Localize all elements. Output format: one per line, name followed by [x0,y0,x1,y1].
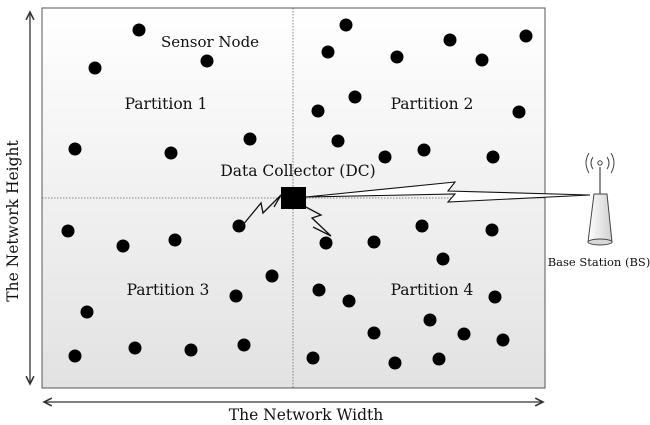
sensor-node [486,150,500,164]
sensor-node [237,338,251,352]
sensor-node [457,327,471,341]
sensor-node [415,219,429,233]
base-station-label: Base Station (BS) [548,255,650,269]
sensor-node [496,333,510,347]
sensor-node-label: Sensor Node [161,33,259,51]
sensor-node [367,326,381,340]
antenna-tower-icon [585,152,615,246]
sensor-node [132,23,146,37]
lightning-link-partition-3 [241,194,282,227]
sensor-node [512,105,526,119]
sensor-node [200,54,214,68]
sensor-node [168,233,182,247]
sensor-node [432,352,446,366]
sensor-node [61,224,75,238]
sensor-node [488,290,502,304]
sensor-node [388,356,402,370]
network-width-label: The Network Width [229,406,383,424]
sensor-node [88,61,102,75]
sensor-node [436,252,450,266]
partition-2-label: Partition 2 [391,95,474,113]
partition-3-label: Partition 3 [127,281,210,299]
sensor-node [321,45,335,59]
sensor-node [519,29,533,43]
sensor-node [443,33,457,47]
sensor-node [342,294,356,308]
sensor-node [68,142,82,156]
partition-1-label: Partition 1 [125,95,208,113]
sensor-node [116,239,130,253]
sensor-node [128,341,142,355]
sensor-node [417,143,431,157]
sensor-node [80,305,94,319]
sensor-node [312,283,326,297]
sensor-node [367,235,381,249]
sensor-node [339,18,353,32]
sensor-node [331,134,345,148]
sensor-node [68,349,82,363]
sensor-node [319,236,333,250]
sensor-node [475,53,489,67]
sensor-node [184,343,198,357]
data-collector-label: Data Collector (DC) [220,162,375,180]
sensor-node [232,219,246,233]
sensor-node [243,132,257,146]
sensor-node [378,150,392,164]
sensor-node [485,223,499,237]
data-collector-square [281,187,306,209]
sensor-node [164,146,178,160]
sensor-node [311,104,325,118]
lightning-link-base-station [305,181,591,203]
sensor-node [423,313,437,327]
sensor-node [229,289,243,303]
sensor-node [265,269,279,283]
lightning-link-partition-4 [301,204,332,237]
network-height-label: The Network Height [4,139,22,301]
sensor-node [348,90,362,104]
partition-4-label: Partition 4 [391,281,474,299]
sensor-node [306,351,320,365]
sensor-nodes [61,18,533,370]
sensor-node [390,50,404,64]
